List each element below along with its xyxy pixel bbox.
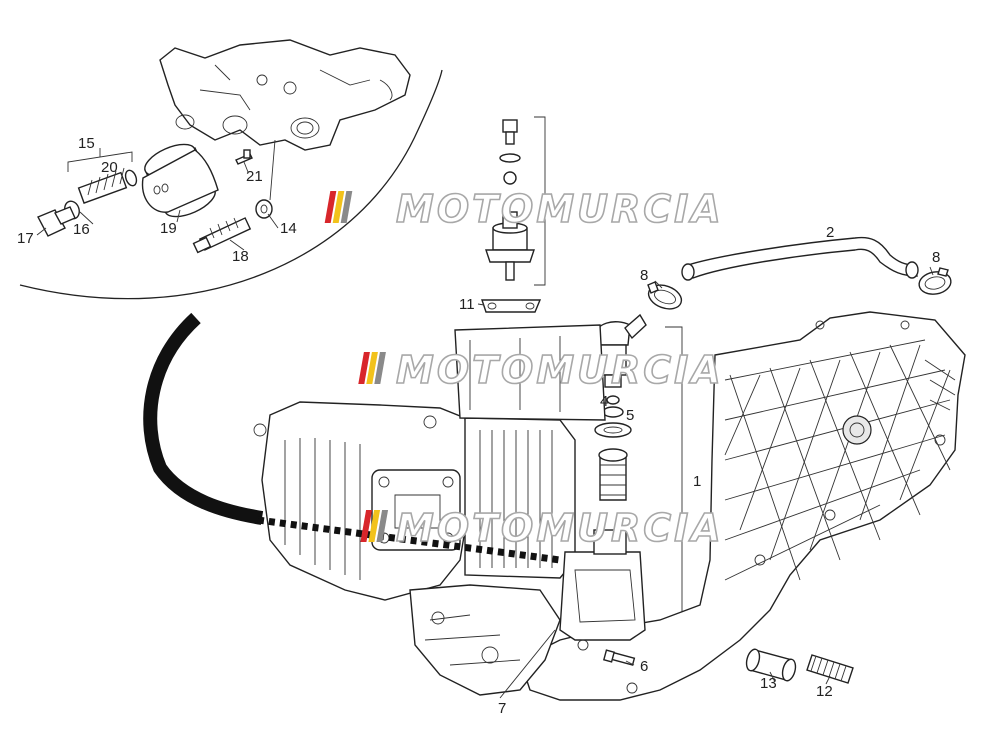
bushing-13 [745,648,797,682]
part-label-16: 16 [73,221,90,238]
leader-lines [36,161,934,685]
screw-6 [602,649,636,666]
breather-box [499,529,646,699]
watermark-text: MOTOMURCIA [396,187,724,231]
part-label-21: 21 [246,168,263,185]
watermark-bottom: MOTOMURCIA [360,505,724,551]
part-label-17: 17 [17,230,34,247]
part-label-7: 7 [498,700,506,717]
part-label-12: 12 [816,683,833,700]
watermark-middle: MOTOMURCIA [358,347,724,393]
part-label-15: 15 [78,135,95,152]
part-label-20: 20 [101,159,118,176]
part-label-8-left: 8 [640,267,648,284]
inset-leader-band [143,312,264,525]
watermark-text: MOTOMURCIA [396,348,724,392]
hatched-cut-line [257,516,561,564]
hose-clamp-left [647,281,683,310]
watermark-stripe-red [324,191,337,223]
spark-plug-part [192,217,252,254]
watermark-top: MOTOMURCIA [324,186,724,232]
cylinder-head-block [253,324,606,601]
part-labels: 1 2 4 5 6 7 8 8 11 12 13 14 15 16 17 18 … [17,135,940,717]
breather-pipe [681,236,919,281]
watermark-text: MOTOMURCIA [396,506,724,550]
oil-filter-part [141,143,219,218]
engine-crankcase [519,311,966,701]
lower-crankcase [409,584,638,696]
inset-case-fragment [159,39,411,151]
part-label-14: 14 [280,220,297,237]
part-label-19: 19 [160,220,177,237]
watermark-stripe-yellow [332,191,345,223]
part-label-2: 2 [826,224,834,241]
part-label-1: 1 [693,473,701,490]
part-label-6: 6 [640,658,648,675]
part-label-11: 11 [459,296,475,313]
part-label-8-right: 8 [932,249,940,266]
hose-clamp-right [918,267,952,295]
part-label-13: 13 [760,675,777,692]
watermark-stripe-gray [340,191,353,223]
part-label-4: 4 [600,393,608,410]
spring-12 [806,654,854,684]
breather-column [591,313,683,629]
screw-21 [235,149,253,165]
inset-border-arc [19,69,443,300]
bracket-15 [67,148,133,172]
inset-detail [19,39,443,300]
washer-14 [255,139,276,219]
cylinder-stud-stack [481,116,546,313]
part-label-18: 18 [232,248,249,265]
part-label-5: 5 [626,407,634,424]
